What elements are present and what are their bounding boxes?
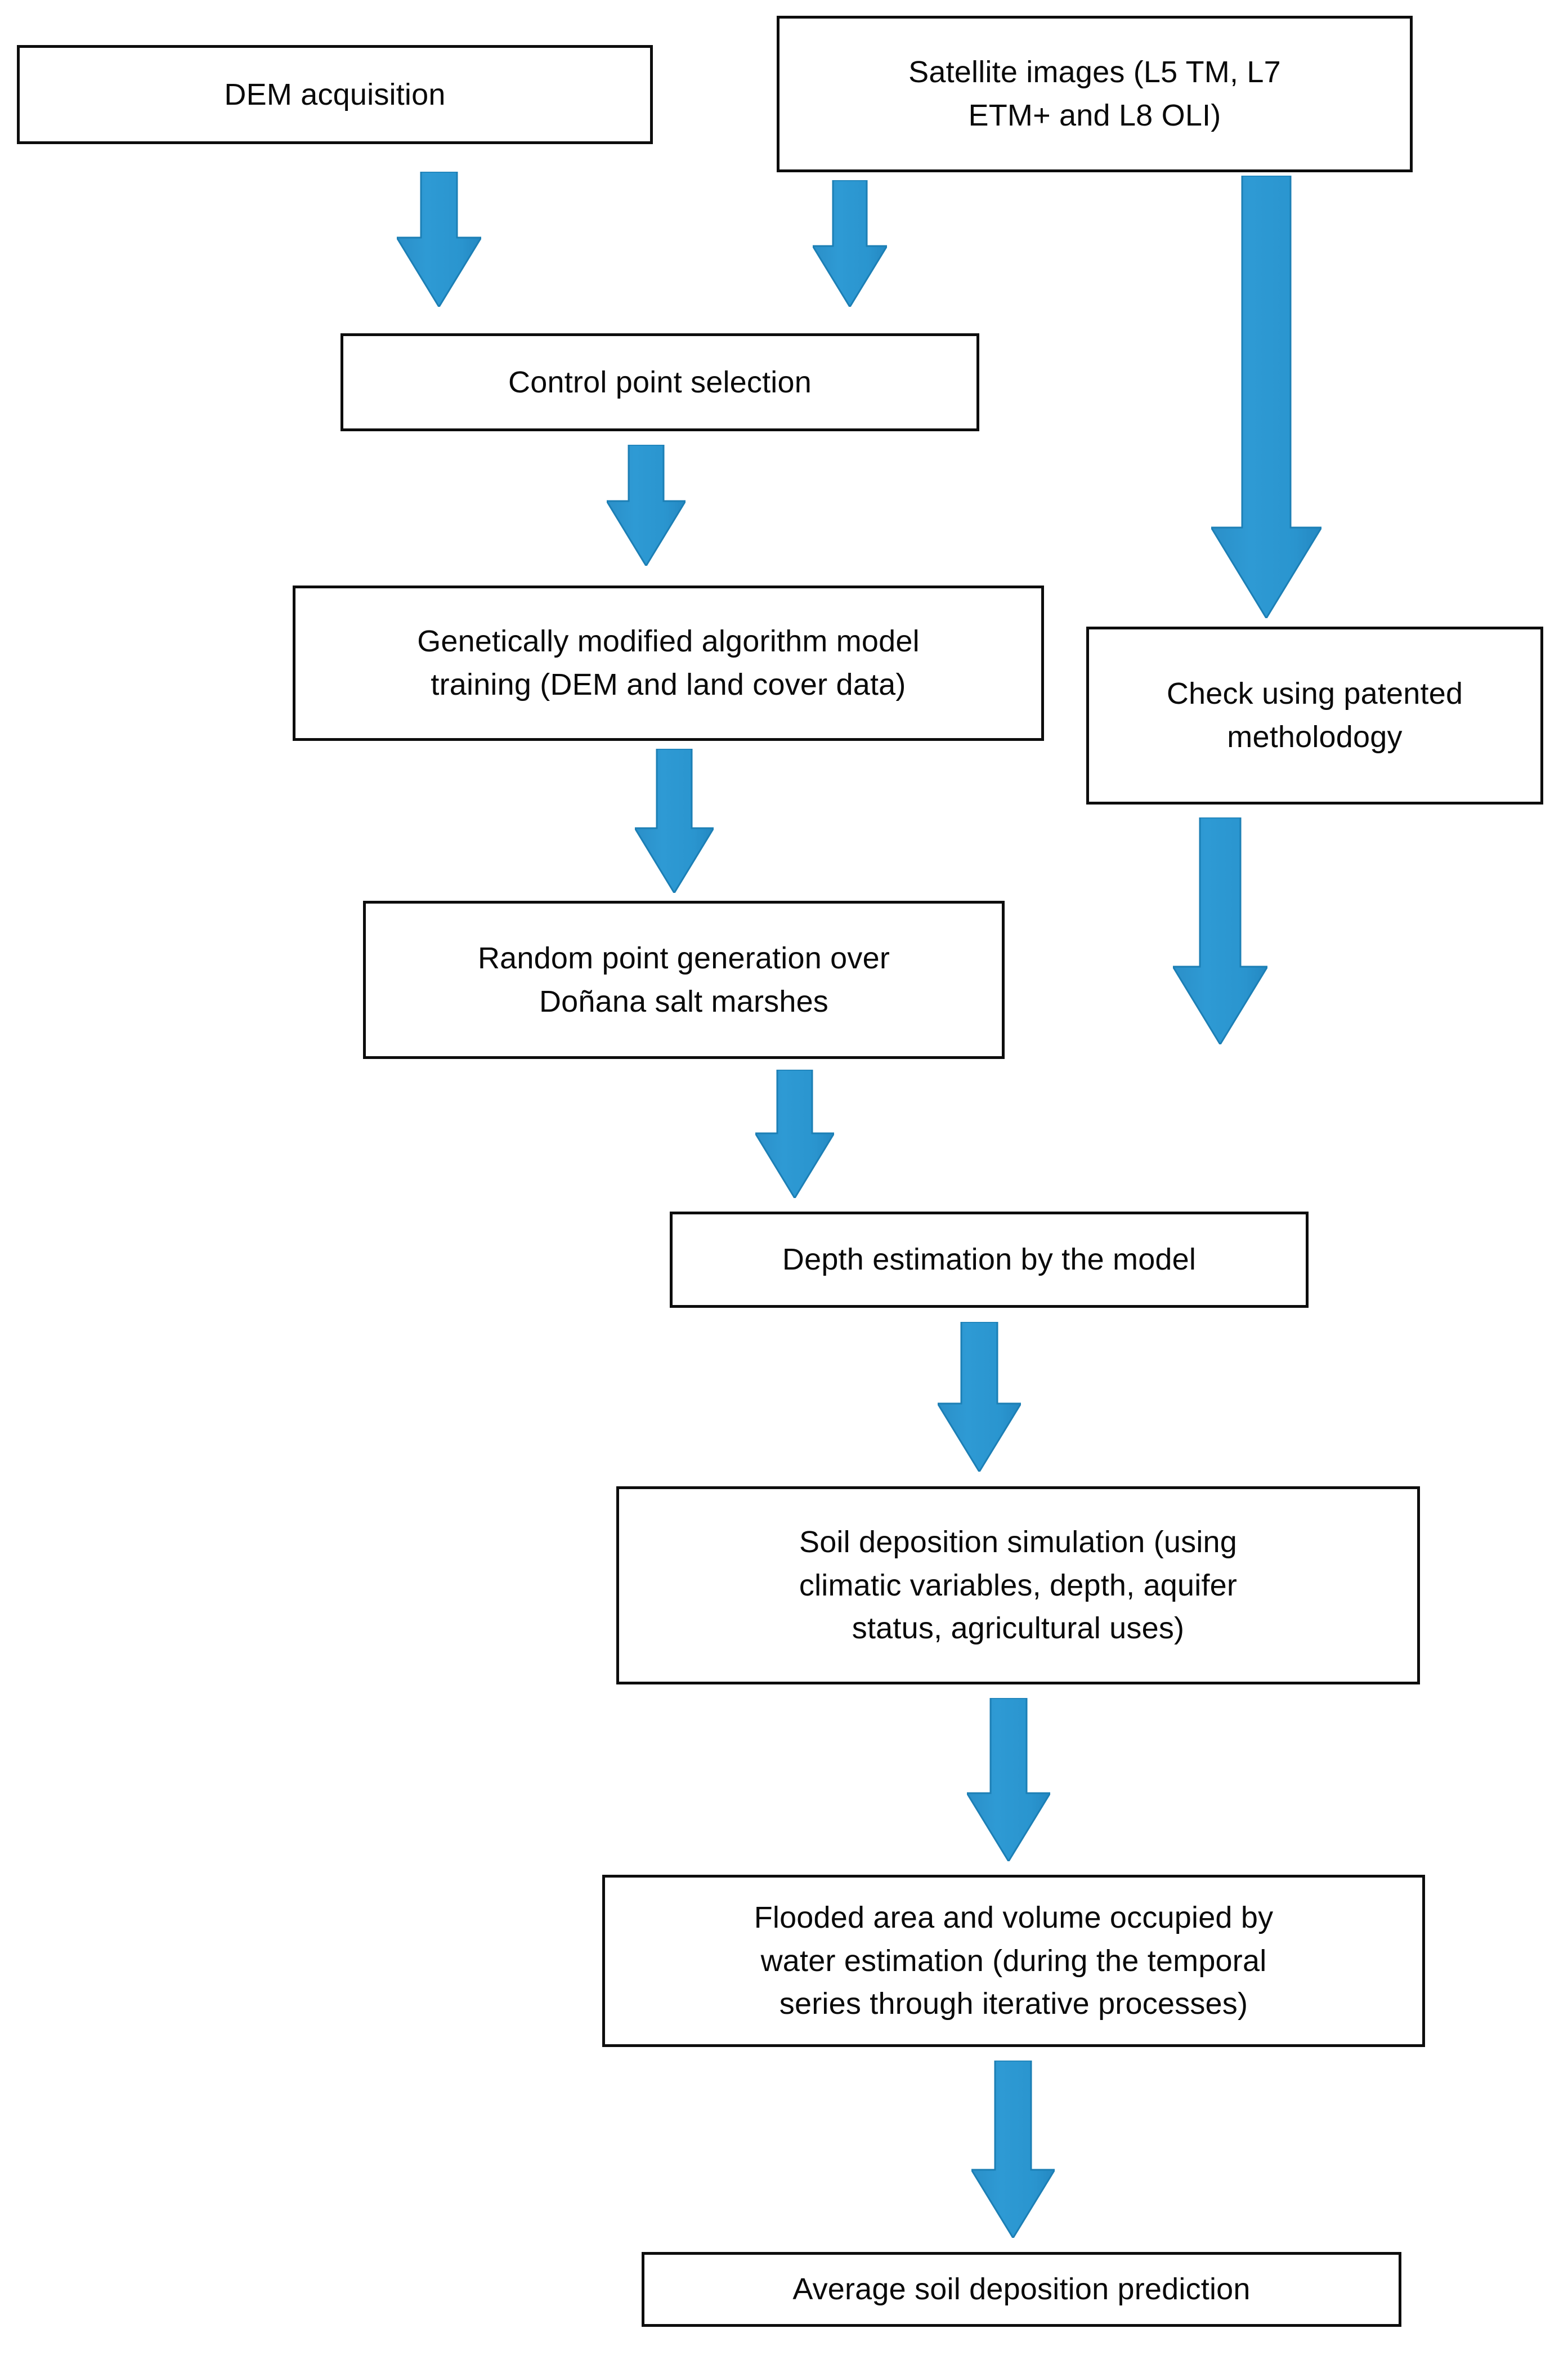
node-label: Depth estimation by the model bbox=[782, 1243, 1197, 1277]
node-label: Control point selection bbox=[508, 365, 812, 399]
node-label: Average soil deposition prediction bbox=[792, 2272, 1251, 2307]
node-depth-estimation: Depth estimation by the model bbox=[670, 1212, 1309, 1308]
node-label: DEM acquisition bbox=[224, 77, 446, 111]
node-label: Random point generation over Doñana salt… bbox=[477, 941, 890, 1018]
arrow-gm-to-random-icon bbox=[635, 749, 714, 893]
node-check-patented-methodology: Check using patented metholodogy bbox=[1086, 627, 1543, 805]
node-flooded-area-volume: Flooded area and volume occupied by wate… bbox=[602, 1875, 1425, 2047]
node-soil-deposition-simulation: Soil deposition simulation (using climat… bbox=[616, 1486, 1420, 1684]
arrow-satellite-to-check-icon bbox=[1211, 176, 1321, 618]
node-label: Flooded area and volume occupied by wate… bbox=[754, 1900, 1274, 2021]
node-label: Soil deposition simulation (using climat… bbox=[799, 1525, 1238, 1646]
node-gm-algorithm-training: Genetically modified algorithm model tra… bbox=[293, 586, 1044, 741]
node-control-point-selection: Control point selection bbox=[341, 333, 979, 431]
arrow-depth-to-soil-icon bbox=[938, 1322, 1021, 1472]
arrow-flooded-to-average-icon bbox=[971, 2061, 1055, 2238]
arrow-soil-to-flooded-icon bbox=[967, 1698, 1050, 1861]
arrow-control-to-gm-icon bbox=[607, 445, 686, 566]
node-label: Satellite images (L5 TM, L7 ETM+ and L8 … bbox=[908, 55, 1281, 132]
arrow-random-to-depth-icon bbox=[755, 1070, 834, 1198]
node-random-point-generation: Random point generation over Doñana salt… bbox=[363, 901, 1005, 1059]
node-label: Genetically modified algorithm model tra… bbox=[417, 624, 920, 701]
node-label: Check using patented metholodogy bbox=[1166, 677, 1463, 754]
arrow-dem-to-control-icon bbox=[397, 172, 481, 307]
node-satellite-images: Satellite images (L5 TM, L7 ETM+ and L8 … bbox=[777, 16, 1413, 172]
arrow-check-to-depth-icon bbox=[1173, 817, 1267, 1044]
arrow-satellite-to-control-icon bbox=[813, 180, 887, 307]
node-average-soil-deposition: Average soil deposition prediction bbox=[642, 2252, 1401, 2327]
node-dem-acquisition: DEM acquisition bbox=[17, 45, 653, 144]
